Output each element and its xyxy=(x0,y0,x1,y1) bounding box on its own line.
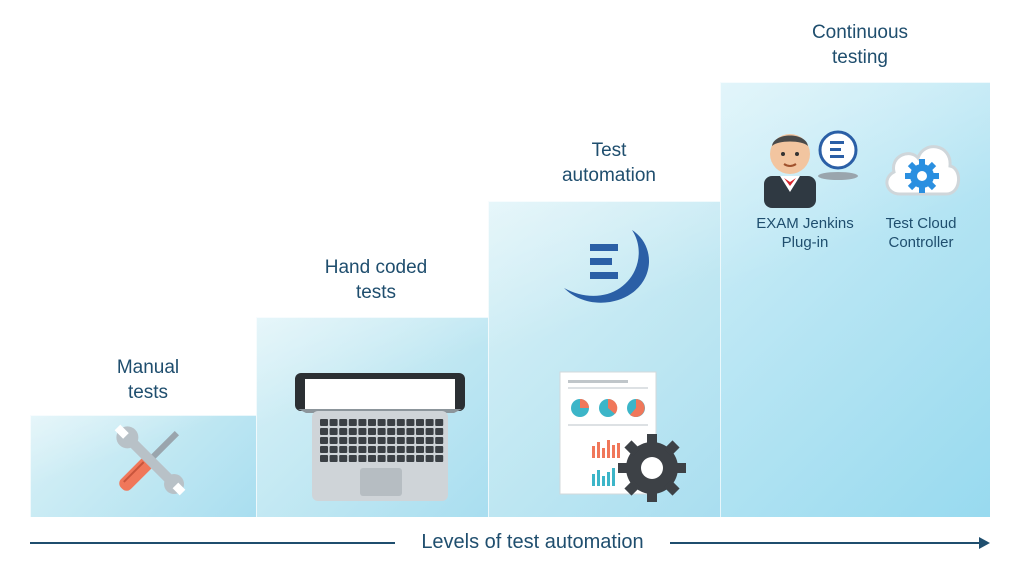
axis-line-left xyxy=(30,542,395,544)
arrow-right-icon xyxy=(979,537,990,549)
axis-label: Levels of test automation xyxy=(421,531,644,553)
report-gear-icon xyxy=(559,371,686,502)
cloud-gear-icon xyxy=(885,145,960,196)
test-cloud-controller-label: Test Cloud Controller xyxy=(885,215,957,251)
step-title-test-automation: Test automation xyxy=(561,140,656,186)
step-hand-coded-tests xyxy=(256,317,488,517)
jenkins-plugin-label: EXAM Jenkins Plug-in xyxy=(756,215,854,251)
exam-logo-icon xyxy=(564,230,650,303)
jenkins-butler-icon xyxy=(764,130,858,208)
tools-icon xyxy=(114,424,186,496)
step-title-continuous: Continuous testing xyxy=(811,22,909,68)
step-title-manual: Manual tests xyxy=(116,357,180,403)
laptop-icon xyxy=(295,373,465,501)
step-title-hand-coded: Hand coded tests xyxy=(324,257,428,303)
axis-line-right xyxy=(670,542,982,544)
